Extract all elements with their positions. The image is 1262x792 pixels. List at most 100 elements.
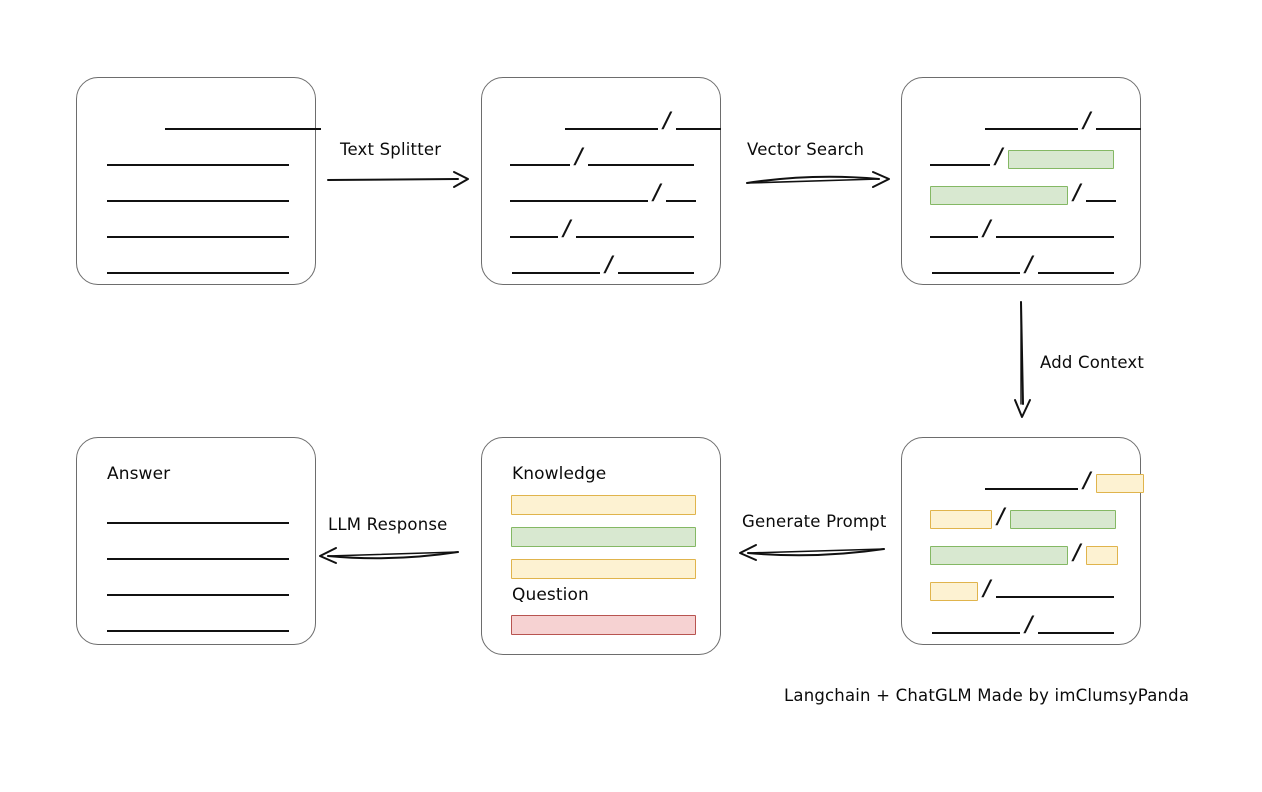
text-row [107, 148, 289, 170]
question-label: Question [512, 585, 589, 605]
chunk-separator-slash: / [1083, 467, 1091, 492]
text-line-segment [930, 164, 990, 166]
text-line-segment [985, 488, 1078, 490]
text-row [107, 506, 289, 528]
text-line-segment [107, 558, 289, 560]
text-line-segment [617, 272, 694, 274]
highlighted-chunk-yellow[interactable] [930, 581, 978, 601]
arrow-add-context-label: Add Context [1040, 353, 1145, 372]
text-row-content [107, 578, 289, 600]
prompt-box[interactable]: Knowledge Question [481, 437, 721, 655]
arrow-text-splitter-line [327, 171, 469, 188]
chunk-separator-slash: / [563, 215, 571, 240]
text-row-content [107, 614, 289, 636]
text-line-segment [675, 128, 721, 130]
text-row-content: / [930, 505, 1116, 530]
arrow-add-context: Add Context [1006, 300, 1156, 422]
arrow-llm-response-label: LLM Response [328, 515, 448, 534]
text-line-segment [1085, 200, 1116, 202]
text-row: / [510, 145, 696, 170]
highlighted-chunk-yellow[interactable] [1085, 545, 1118, 565]
text-line-segment [510, 164, 570, 166]
knowledge-bar-2[interactable] [511, 527, 696, 547]
chunk-separator-slash: / [983, 575, 991, 600]
text-row [107, 542, 289, 564]
text-row: / [930, 253, 1116, 278]
text-row-content: / [510, 145, 694, 170]
chunk-separator-slash: / [653, 179, 661, 204]
split-chunks-box[interactable]: / / / / / [481, 77, 721, 285]
text-row: / [930, 611, 1116, 638]
text-row-content: / [930, 611, 1114, 638]
text-line-segment [985, 128, 1078, 130]
arrow-vector-search: Vector Search [745, 140, 891, 188]
text-row-content: / [930, 215, 1114, 242]
text-row [107, 220, 289, 242]
text-row-content: / [930, 253, 1114, 278]
footer-credit: Langchain + ChatGLM Made by imClumsyPand… [784, 686, 1190, 705]
highlighted-chunk-yellow[interactable] [930, 509, 992, 529]
knowledge-bar-3[interactable] [511, 559, 696, 579]
vector-matched-chunks-box[interactable]: / / / / / [901, 77, 1141, 285]
text-row: / [930, 107, 1141, 134]
context-augmented-chunks-box[interactable]: / / / / / [901, 437, 1144, 645]
text-row-content [107, 256, 289, 278]
arrow-generate-prompt-label: Generate Prompt [742, 512, 887, 531]
highlighted-chunk-green[interactable] [1009, 509, 1116, 529]
text-line-segment [565, 128, 658, 130]
text-line-segment [510, 200, 648, 202]
text-row-content: / [510, 107, 721, 134]
text-row: / [930, 541, 1118, 566]
text-row: / [510, 109, 721, 134]
arrow-text-splitter-label: Text Splitter [340, 140, 442, 159]
question-bar-1[interactable] [511, 615, 696, 635]
text-row-content [107, 220, 289, 242]
arrow-add-context-line [1014, 301, 1031, 418]
answer-box[interactable]: Answer [76, 437, 316, 645]
text-line-segment [1037, 632, 1114, 634]
highlighted-chunk-green[interactable] [1007, 149, 1114, 169]
text-line-segment [930, 236, 978, 238]
text-line-segment [575, 236, 694, 238]
text-row [107, 578, 289, 600]
text-row-content: / [930, 575, 1114, 602]
text-row [107, 184, 289, 206]
text-row-content: / [930, 467, 1144, 494]
chunk-separator-slash: / [983, 215, 991, 240]
highlighted-chunk-green[interactable] [930, 545, 1068, 565]
chunk-separator-slash: / [663, 107, 671, 132]
text-row: / [930, 505, 1116, 530]
arrow-generate-prompt: Generate Prompt [738, 512, 888, 561]
text-line-segment [107, 272, 289, 274]
knowledge-label: Knowledge [512, 464, 607, 484]
knowledge-bar-1[interactable] [511, 495, 696, 515]
text-line-segment [107, 630, 289, 632]
text-row-content [107, 184, 289, 206]
text-row: / [930, 469, 1144, 494]
text-line-segment [1095, 128, 1141, 130]
source-document-box[interactable] [76, 77, 321, 285]
chunk-separator-slash: / [605, 251, 613, 276]
text-row: / [510, 251, 696, 278]
text-line-segment [932, 632, 1020, 634]
chunk-separator-slash: / [1083, 107, 1091, 132]
text-line-segment [107, 522, 289, 524]
chunk-separator-slash: / [995, 143, 1003, 168]
text-row: / [930, 181, 1116, 206]
text-row-content [107, 506, 289, 528]
text-row-content: / [510, 179, 696, 206]
text-row: / [930, 215, 1116, 242]
highlighted-chunk-yellow[interactable] [1095, 473, 1144, 493]
answer-label: Answer [107, 464, 171, 484]
text-row: / [930, 143, 1116, 170]
highlighted-chunk-green[interactable] [930, 185, 1068, 205]
text-line-segment [107, 164, 289, 166]
text-line-segment [510, 236, 558, 238]
text-row-content: / [930, 541, 1118, 566]
text-row [107, 256, 289, 278]
text-row-content: / [510, 215, 694, 242]
text-row-content [107, 112, 321, 134]
text-line-segment [165, 128, 321, 130]
chunk-separator-slash: / [1025, 611, 1033, 636]
